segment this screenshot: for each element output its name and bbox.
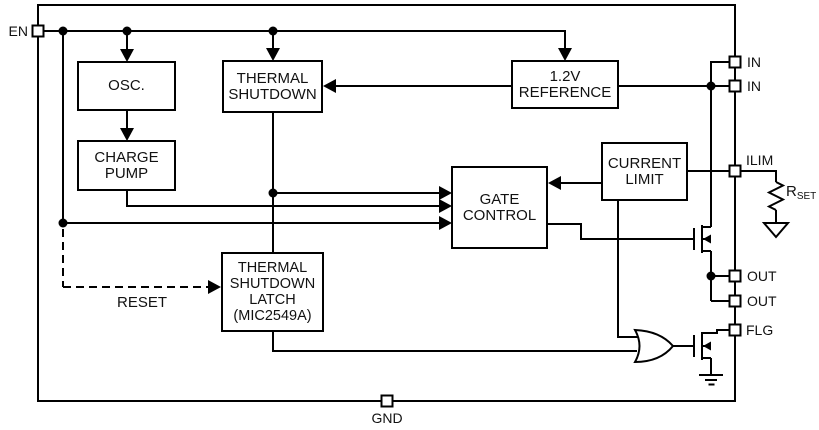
pin-gnd [380,394,394,408]
thermal-shutdown-latch-box [221,252,324,332]
wire-current-limit-to-or-gate [617,200,638,338]
current-limit-box [601,142,688,201]
junction-dots [58,26,716,281]
ground-icon [699,374,723,386]
arrow-into-gate-control-3 [439,216,452,230]
arrowheads [120,48,711,351]
wire-en-to-gate-control [62,31,441,224]
thermal-shutdown-label-line: SHUTDOWN [228,85,317,103]
pin-en [31,24,45,38]
rset-label: RSET [786,184,816,205]
rset-name: R [786,183,797,200]
osc-box [77,61,176,111]
wire-latch-to-or-gate [272,331,637,352]
pin-in-bottom [728,79,742,93]
arrow-into-charge-pump [120,128,134,141]
arrow-current-limit-into-gate-control [548,176,561,190]
arrow-into-osc [120,49,134,62]
reference-label-line: 1.2V [549,67,581,85]
thermal-shutdown-label-line: THERMAL [236,69,309,87]
junction-dot [268,26,278,36]
rset-resistor-icon [766,181,786,211]
pin-out-top [728,269,742,283]
rset-subscript: SET [796,191,817,202]
wire-reset-dashed [62,229,209,288]
mosfet1-body-arrow [703,234,711,244]
wire-in-top-link [710,61,729,86]
thermal-shutdown-box [222,60,323,113]
or-gate-icon [633,328,675,364]
latch-label-line: LATCH [249,292,296,308]
latch-label-line: THERMAL [237,260,308,276]
out-bottom-pin-label: OUT [747,293,777,309]
gate-control-label: GATE CONTROL [452,167,547,248]
rset-ground-icon [761,222,791,239]
osc-label: OSC. [78,62,175,110]
reset-label: RESET [116,294,167,311]
gnd-pin-label: GND [371,410,403,426]
arrow-into-gate-control-2 [439,199,452,213]
wire-charge-pump-to-gate-control [126,190,441,207]
pin-in-top [728,55,742,69]
current-limit-label-line: LIMIT [625,170,664,188]
junction-dot [706,81,716,91]
reference-label: 1.2V REFERENCE [512,61,618,108]
gate-control-box [451,166,548,249]
latch-label-line: (MIC2549A) [233,308,312,324]
wire-en-main [38,30,566,50]
wire-ilim-to-rset [741,170,777,182]
thermal-shutdown-latch-label: THERMAL SHUTDOWN LATCH (MIC2549A) [222,253,323,331]
out-top-pin-label: OUT [747,268,777,284]
in-bottom-pin-label: IN [747,78,761,94]
gate-control-label-line: GATE [479,190,520,208]
current-limit-label: CURRENT LIMIT [602,143,687,200]
charge-pump-label-line: CHARGE [94,148,159,166]
latch-label-line: SHUTDOWN [229,276,316,292]
arrow-into-thermal-shutdown-right [323,79,336,93]
pin-ilim [728,164,742,178]
wire-gate-control-to-mosfet-gate [547,223,694,240]
reference-box [511,60,619,109]
charge-pump-label: CHARGE PUMP [78,141,175,190]
arrow-reset-into-latch [208,280,221,294]
current-limit-label-line: CURRENT [607,154,682,172]
in-top-pin-label: IN [747,54,761,70]
junction-dot [122,26,132,36]
pin-pads [31,24,742,408]
junction-dot [58,218,68,228]
junction-dot [268,188,278,198]
charge-pump-box [77,140,176,191]
en-pin-label: EN [8,23,28,39]
reference-label-line: REFERENCE [518,83,612,101]
wire-mosfet2-drain-to-flg [702,329,729,334]
ilim-pin-label: ILIM [746,152,774,168]
gate-control-label-line: CONTROL [462,206,537,224]
junction-dot [706,271,716,281]
blocks [77,60,688,332]
mosfet2-body-arrow [703,341,711,351]
pin-flg [728,323,742,337]
arrow-into-reference [558,48,572,61]
thermal-shutdown-label: THERMAL SHUTDOWN [223,61,322,112]
charge-pump-label-line: PUMP [104,164,149,182]
junction-dot [58,26,68,36]
arrow-into-gate-control-1 [439,186,452,200]
osc-label-line: OSC. [108,77,145,94]
flg-pin-label: FLG [746,322,774,338]
arrow-into-thermal-shutdown-top [266,48,280,61]
pin-out-bottom [728,294,742,308]
